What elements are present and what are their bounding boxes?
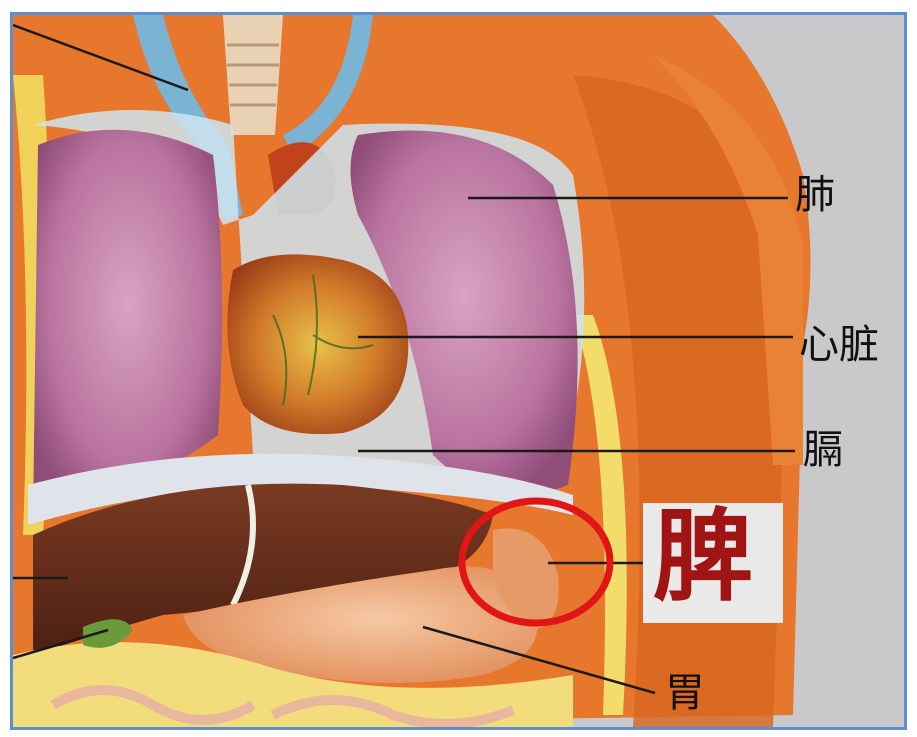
label-lung: 肺 — [795, 175, 835, 215]
label-heart: 心脏 — [799, 325, 879, 365]
heart — [227, 254, 408, 434]
anatomy-figure-frame: 肺 心脏 膈 胃 脾 — [10, 12, 907, 730]
label-diaphragm: 膈 — [803, 430, 843, 470]
label-spleen: 脾 — [653, 507, 753, 607]
trachea — [223, 15, 283, 135]
label-stomach: 胃 — [665, 673, 705, 713]
